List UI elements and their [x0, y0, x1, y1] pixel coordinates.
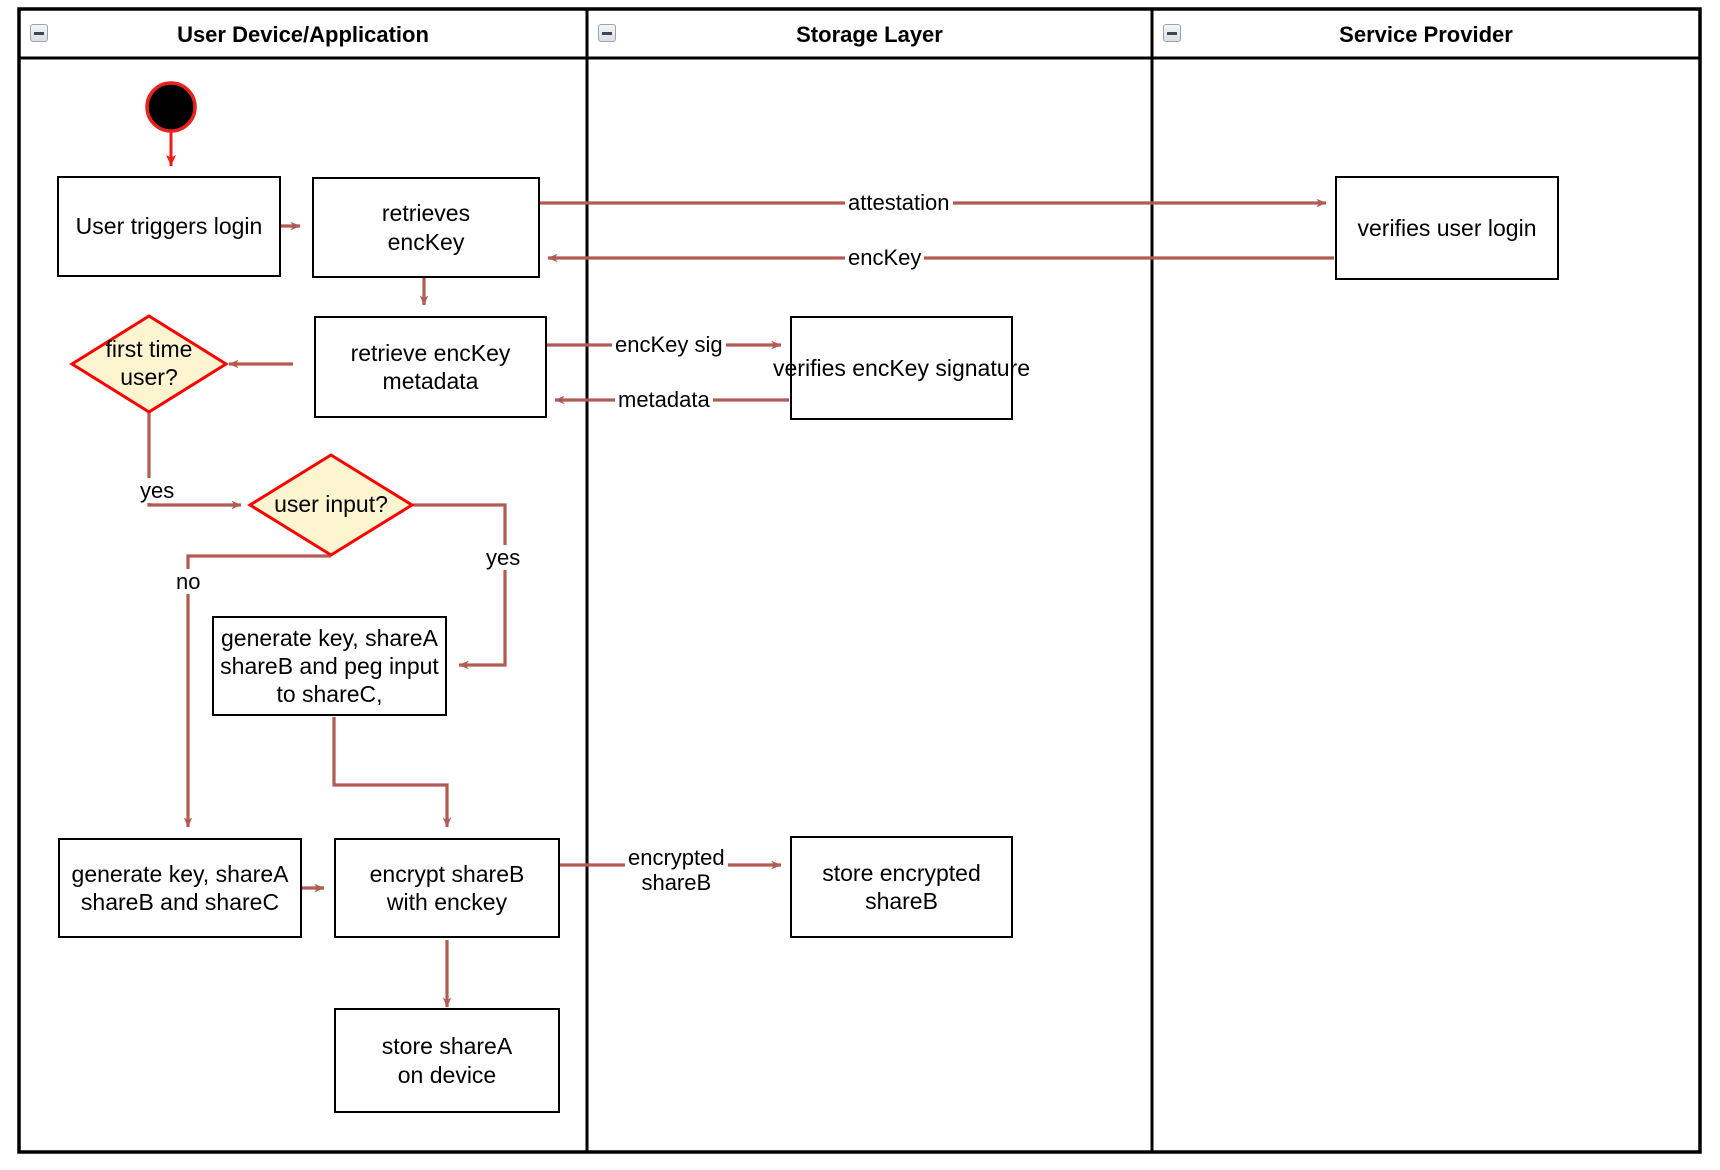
decision-user-input-label: user input?: [274, 491, 388, 518]
action-retrieves-enckey[interactable]: retrieves encKey: [312, 177, 540, 278]
lane-header-storage-layer: Storage Layer: [796, 22, 943, 47]
decision-first-time-user[interactable]: first time user?: [72, 316, 226, 412]
edge-label-metadata: metadata: [615, 387, 713, 413]
action-store-encrypted-shareb[interactable]: store encrypted shareB: [790, 836, 1013, 938]
action-user-triggers-login[interactable]: User triggers login: [57, 176, 281, 277]
action-retrieve-enckey-metadata[interactable]: retrieve encKey metadata: [314, 316, 547, 418]
edge-label-enckey-sig: encKey sig: [612, 332, 726, 358]
action-generate-key-shares[interactable]: generate key, shareA shareB and shareC: [58, 838, 302, 938]
action-generate-key-peg-to-sharec[interactable]: generate key, shareA shareB and peg inpu…: [212, 616, 447, 716]
edge-label-attestation: attestation: [845, 190, 953, 216]
action-verifies-user-login[interactable]: verifies user login: [1335, 176, 1559, 280]
decision-first-time-user-label: first time user?: [105, 336, 193, 390]
lane-header-service-provider: Service Provider: [1339, 22, 1513, 47]
collapse-minus-icon-user-device[interactable]: [30, 24, 48, 42]
edge-peg-to-encrypt: [332, 717, 452, 828]
edge-label-first-time-yes: yes: [137, 478, 178, 504]
edge-label-enckey: encKey: [845, 245, 925, 271]
collapse-minus-icon-service-provider[interactable]: [1163, 24, 1181, 42]
collapse-minus-icon-storage-layer[interactable]: [598, 24, 616, 42]
initial-node-shape: [145, 81, 197, 133]
decision-user-input-shape: [247, 453, 415, 557]
edge-label-user-input-yes: yes: [483, 545, 524, 571]
edge-label-user-input-no: no: [173, 569, 204, 595]
action-encrypt-shareb-with-enckey[interactable]: encrypt shareB with enckey: [334, 838, 560, 938]
action-verifies-enckey-signature[interactable]: verifies encKey signature: [773, 316, 1030, 420]
edge-userinput-yes: [413, 503, 507, 670]
decision-shapes: [69, 314, 415, 557]
action-store-sharea-on-device[interactable]: store shareA on device: [334, 1008, 560, 1113]
decision-user-input[interactable]: user input?: [250, 455, 412, 555]
edge-label-encrypted-shareb: encrypted shareB: [625, 845, 728, 896]
edge-userinput-no: [183, 554, 331, 828]
edge-firsttime-yes-to-userinput: [147, 413, 242, 510]
decision-first-time-user-shape: [69, 314, 229, 414]
lane-header-user-device: User Device/Application: [177, 22, 429, 47]
